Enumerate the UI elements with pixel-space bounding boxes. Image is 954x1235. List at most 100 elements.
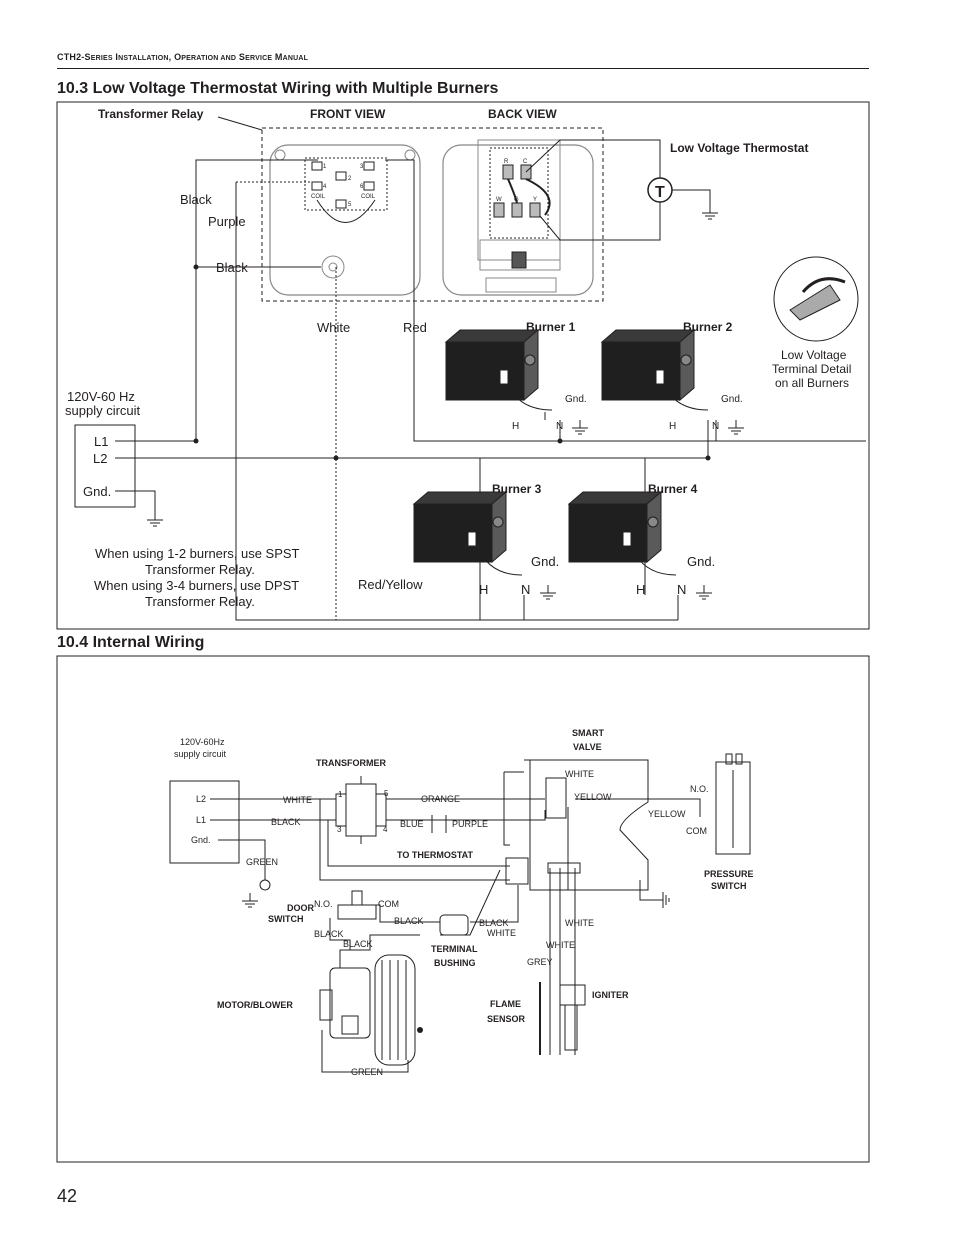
svg-text:TO THERMOSTAT: TO THERMOSTAT bbox=[397, 850, 473, 860]
svg-text:5: 5 bbox=[348, 202, 352, 208]
svg-text:BLACK: BLACK bbox=[479, 918, 509, 928]
svg-text:WHITE: WHITE bbox=[283, 795, 312, 805]
relay-back-plate: R C W G Y bbox=[442, 139, 594, 296]
igniter: IGNITER bbox=[559, 984, 629, 1051]
burner-4: Burner 4 Gnd. H N bbox=[568, 482, 715, 600]
svg-text:When using 3-4 burners, use DP: When using 3-4 burners, use DPST bbox=[94, 578, 299, 593]
svg-text:N.O.: N.O. bbox=[690, 784, 709, 794]
page-number: 42 bbox=[57, 1186, 78, 1206]
l1-label: L1 bbox=[94, 434, 108, 449]
svg-text:3: 3 bbox=[337, 825, 342, 834]
burner-2: Burner 2 Gnd. H N bbox=[601, 320, 745, 435]
svg-text:Gnd.: Gnd. bbox=[531, 554, 559, 569]
svg-text:BLACK: BLACK bbox=[314, 929, 344, 939]
svg-text:Y: Y bbox=[533, 197, 537, 203]
svg-text:H: H bbox=[669, 421, 676, 432]
svg-text:supply circuit: supply circuit bbox=[65, 403, 141, 418]
burner-3: Burner 3 Gnd. H N bbox=[413, 482, 559, 600]
svg-text:GREEN: GREEN bbox=[351, 1067, 383, 1077]
terminal-detail: Low Voltage Terminal Detail on all Burne… bbox=[772, 256, 859, 390]
svg-text:BLUE: BLUE bbox=[400, 819, 424, 829]
svg-text:GREY: GREY bbox=[527, 957, 553, 967]
svg-text:L2: L2 bbox=[196, 794, 206, 804]
svg-text:1: 1 bbox=[338, 790, 343, 799]
burner-1: Burner 1 Gnd. H N bbox=[445, 320, 589, 435]
svg-text:MOTOR/BLOWER: MOTOR/BLOWER bbox=[217, 1000, 293, 1010]
svg-text:Gnd.: Gnd. bbox=[191, 835, 211, 845]
svg-text:IGNITER: IGNITER bbox=[592, 990, 629, 1000]
black-wire-label-mid: Black bbox=[216, 260, 248, 275]
svg-text:supply circuit: supply circuit bbox=[174, 749, 227, 759]
svg-text:1: 1 bbox=[323, 164, 327, 170]
svg-text:120V-60Hz: 120V-60Hz bbox=[180, 737, 225, 747]
section-title-thermostat-wiring: 10.3 Low Voltage Thermostat Wiring with … bbox=[57, 80, 499, 97]
svg-text:DOOR: DOOR bbox=[287, 903, 315, 913]
svg-text:TRANSFORMER: TRANSFORMER bbox=[316, 758, 386, 768]
internal-ground bbox=[241, 879, 670, 909]
svg-text:C: C bbox=[523, 159, 528, 165]
svg-text:Transformer Relay.: Transformer Relay. bbox=[145, 562, 255, 577]
svg-text:Gnd.: Gnd. bbox=[565, 394, 587, 405]
svg-text:R: R bbox=[504, 159, 509, 165]
svg-text:6: 6 bbox=[360, 184, 364, 190]
internal-supply-box: 120V-60Hz supply circuit L2 L1 Gnd. bbox=[169, 737, 240, 864]
svg-text:N: N bbox=[677, 582, 686, 597]
svg-text:4: 4 bbox=[323, 184, 327, 190]
svg-text:N: N bbox=[521, 582, 530, 597]
header-rule bbox=[57, 68, 869, 69]
svg-text:3: 3 bbox=[360, 164, 364, 170]
svg-text:COM: COM bbox=[686, 826, 707, 836]
gnd-label: Gnd. bbox=[83, 484, 111, 499]
svg-text:Terminal Detail: Terminal Detail bbox=[772, 362, 851, 376]
svg-text:5: 5 bbox=[384, 789, 389, 798]
svg-text:YELLOW: YELLOW bbox=[648, 809, 686, 819]
relay-front-plate: 1 3 2 4 6 5 COIL COIL bbox=[269, 144, 421, 296]
svg-text:BLACK: BLACK bbox=[343, 939, 373, 949]
svg-text:SWITCH: SWITCH bbox=[711, 881, 747, 891]
internal-wiring-lines bbox=[210, 771, 701, 1073]
relay-note: When using 1-2 burners, use SPST Transfo… bbox=[94, 546, 300, 609]
red-yellow-label: Red/Yellow bbox=[358, 577, 423, 592]
svg-text:SMART: SMART bbox=[572, 728, 604, 738]
svg-text:Gnd.: Gnd. bbox=[721, 394, 743, 405]
svg-text:PRESSURE: PRESSURE bbox=[704, 869, 754, 879]
door-switch: DOOR SWITCH N.O. COM bbox=[268, 890, 399, 924]
thermostat-label: Low Voltage Thermostat bbox=[670, 141, 808, 155]
l2-label: L2 bbox=[93, 451, 107, 466]
smart-valve: SMART VALVE WHITE YELLOW bbox=[505, 728, 649, 891]
svg-text:SWITCH: SWITCH bbox=[268, 914, 304, 924]
internal-transformer: TRANSFORMER 1 5 3 4 bbox=[316, 758, 389, 844]
svg-text:WHITE: WHITE bbox=[487, 928, 516, 938]
svg-text:N: N bbox=[712, 421, 719, 432]
back-view-label: BACK VIEW bbox=[488, 107, 557, 121]
svg-text:WHITE: WHITE bbox=[565, 769, 594, 779]
svg-text:COM: COM bbox=[378, 899, 399, 909]
internal-wiring-frame bbox=[56, 655, 870, 1163]
black-wire-label-top: Black bbox=[180, 192, 212, 207]
svg-text:BLACK: BLACK bbox=[394, 916, 424, 926]
svg-text:SENSOR: SENSOR bbox=[487, 1014, 526, 1024]
svg-text:VALVE: VALVE bbox=[573, 742, 602, 752]
svg-text:COIL: COIL bbox=[361, 194, 376, 200]
transformer-relay-label: Transformer Relay bbox=[98, 107, 204, 121]
running-header: CTH2-SERIES INSTALLATION, OPERATION AND … bbox=[57, 52, 309, 62]
svg-text:WHITE: WHITE bbox=[546, 940, 575, 950]
svg-text:H: H bbox=[636, 582, 645, 597]
pressure-switch: N.O. YELLOW COM PRESSURE SWITCH bbox=[648, 753, 754, 891]
svg-text:H: H bbox=[479, 582, 488, 597]
svg-text:COIL: COIL bbox=[311, 194, 326, 200]
junction-dots bbox=[193, 264, 711, 461]
svg-text:H: H bbox=[512, 421, 519, 432]
svg-text:TERMINAL: TERMINAL bbox=[431, 944, 478, 954]
svg-text:Low Voltage: Low Voltage bbox=[781, 348, 847, 362]
svg-text:W: W bbox=[496, 197, 502, 203]
svg-text:GREEN: GREEN bbox=[246, 857, 278, 867]
purple-wire-label: Purple bbox=[208, 214, 246, 229]
svg-text:4: 4 bbox=[383, 825, 388, 834]
svg-text:WHITE: WHITE bbox=[565, 918, 594, 928]
svg-text:PURPLE: PURPLE bbox=[452, 819, 488, 829]
svg-text:L1: L1 bbox=[196, 815, 206, 825]
svg-text:ORANGE: ORANGE bbox=[421, 794, 460, 804]
svg-text:When using 1-2 burners, use SP: When using 1-2 burners, use SPST bbox=[95, 546, 300, 561]
